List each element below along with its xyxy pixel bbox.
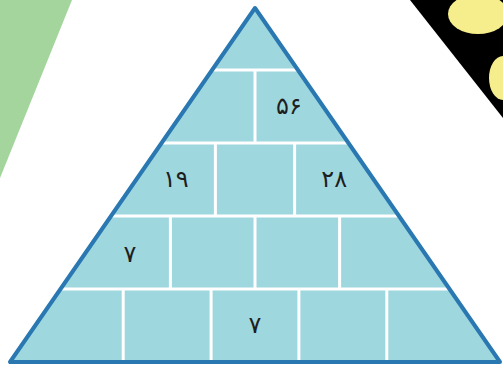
- brick-number: ۷: [249, 311, 262, 340]
- pyramid-fill: [10, 8, 500, 362]
- number-brick: ۱۹: [159, 163, 193, 196]
- number-brick: ۵۶: [272, 90, 306, 123]
- brick-lines: [0, 70, 503, 362]
- brick-number: ۷: [124, 240, 137, 269]
- number-brick: ۷: [245, 309, 266, 342]
- yellow-blobs: [448, 0, 503, 100]
- number-brick: ۷: [120, 238, 141, 271]
- pyramid-outline: [10, 8, 500, 362]
- number-brick: ۲۸: [317, 163, 351, 196]
- brick-number: ۵۶: [276, 92, 302, 121]
- green-corner: [0, 0, 72, 178]
- brick-number: ۲۸: [321, 165, 347, 194]
- brick-number: ۱۹: [163, 165, 189, 194]
